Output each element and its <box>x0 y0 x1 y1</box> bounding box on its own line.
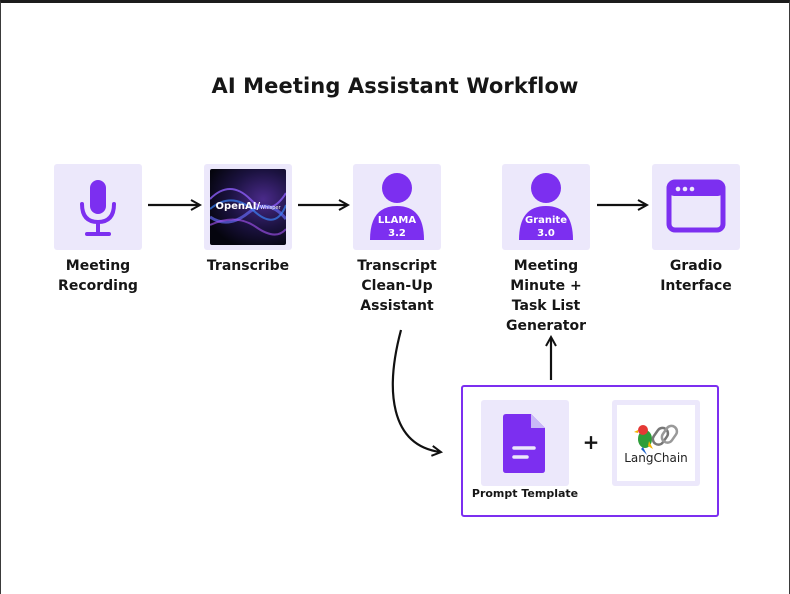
openai-text: OpenAI/ <box>215 201 261 212</box>
langchain-text: LangChain <box>624 451 688 465</box>
parrot-chain-icon <box>634 424 679 455</box>
diagram-title: AI Meeting Assistant Workflow <box>211 74 579 98</box>
llama-badge: LLAMA 3.2 <box>353 214 441 240</box>
document-icon <box>503 414 545 473</box>
transcribe-label: Transcribe <box>178 256 318 276</box>
gradio-label: Gradio Interface <box>626 256 766 296</box>
label-line: Clean-Up <box>361 278 433 294</box>
label-line: Task List <box>511 298 581 314</box>
langchain-logo: LangChain <box>617 405 695 481</box>
prompt-template-tile <box>481 400 569 486</box>
microphone-icon <box>80 180 116 236</box>
meeting-recording-tile <box>54 164 142 250</box>
langchain-tile: LangChain <box>612 400 700 486</box>
label-line: Transcript <box>357 258 437 274</box>
label-line: Transcribe <box>206 258 290 274</box>
whisper-logo-text: OpenAI/Whisper <box>210 201 286 212</box>
arrow-cleanup-to-prompt <box>391 329 440 452</box>
transcribe-tile: OpenAI/Whisper <box>204 164 292 250</box>
label-line: Assistant <box>360 298 434 314</box>
meeting-recording-label: Meeting Recording <box>28 256 168 296</box>
generator-label: Meeting Minute + Task List Generator <box>476 256 616 336</box>
browser-window-icon <box>666 179 726 233</box>
label-line: Generator <box>505 318 586 334</box>
plus-sign: + <box>582 430 600 454</box>
badge-line: 3.0 <box>537 228 555 239</box>
badge-line: LLAMA <box>377 215 417 226</box>
prompt-template-label: Prompt Template <box>471 487 579 500</box>
label-line: Minute + <box>510 278 582 294</box>
label-line: Gradio <box>669 258 723 274</box>
label-line: Recording <box>58 278 138 294</box>
whisper-subtext: Whisper <box>260 205 281 211</box>
cleanup-assistant-label: Transcript Clean-Up Assistant <box>327 256 467 316</box>
label-line: Meeting <box>65 258 131 274</box>
openai-whisper-logo: OpenAI/Whisper <box>210 169 286 245</box>
generator-tile: Granite 3.0 <box>502 164 590 250</box>
wave-graphic <box>210 188 286 236</box>
label-line: Interface <box>660 278 732 294</box>
granite-badge: Granite 3.0 <box>502 214 590 240</box>
badge-line: 3.2 <box>388 228 406 239</box>
label-line: Meeting <box>513 258 579 274</box>
person-icon <box>370 173 424 240</box>
cleanup-assistant-tile: LLAMA 3.2 <box>353 164 441 250</box>
gradio-tile <box>652 164 740 250</box>
badge-line: Granite <box>525 215 567 226</box>
person-icon <box>519 173 573 240</box>
